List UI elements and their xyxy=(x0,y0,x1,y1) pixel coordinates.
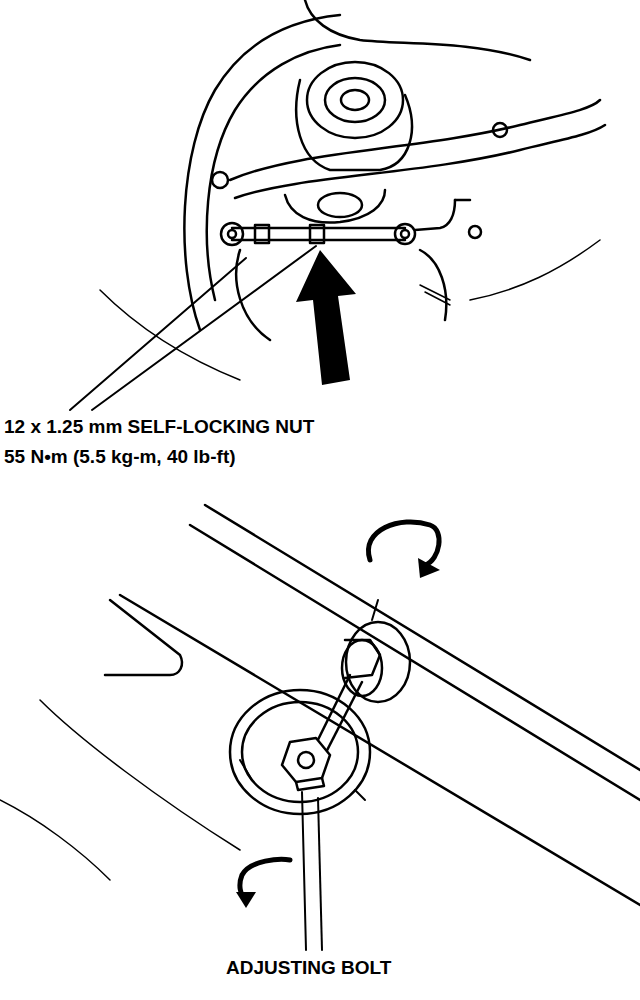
direction-arrow xyxy=(296,250,356,385)
rotation-arrow xyxy=(236,859,290,908)
leader-line xyxy=(302,792,306,950)
rear-suspension-drawing xyxy=(100,0,605,380)
torque-spec: 55 N•m (5.5 kg-m, 40 lb-ft) xyxy=(2,446,238,469)
rotation-arrow xyxy=(368,522,440,578)
part-label: 12 x 1.25 mm SELF-LOCKING NUT xyxy=(2,416,316,439)
leader-line xyxy=(318,798,322,950)
leader-line xyxy=(92,246,316,410)
leader-line xyxy=(70,258,246,410)
leader-line xyxy=(372,600,378,620)
part-label: ADJUSTING BOLT xyxy=(224,957,393,980)
